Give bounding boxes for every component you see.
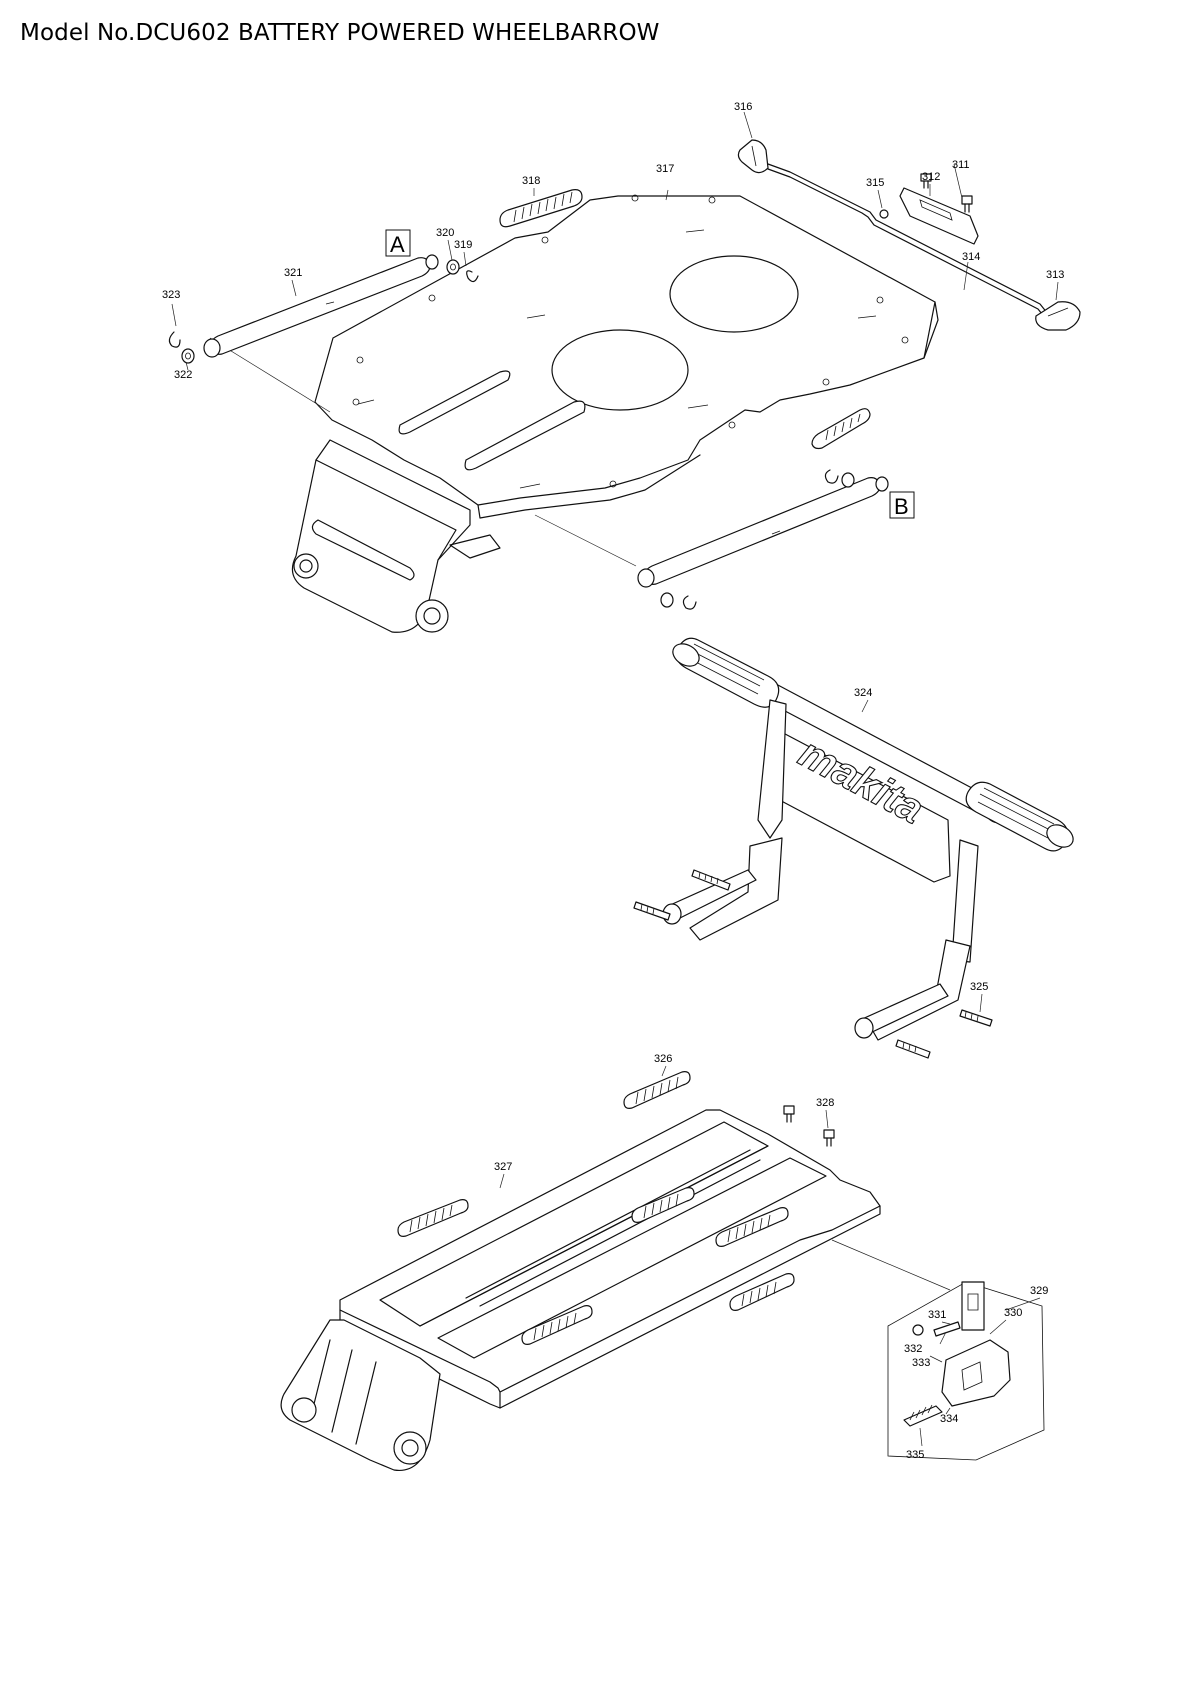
label-315: 315 bbox=[866, 177, 884, 189]
label-317: 317 bbox=[656, 163, 674, 175]
handle-bar-324: makita bbox=[633, 637, 1074, 1059]
section-marker-a: A bbox=[385, 229, 411, 257]
page-title: Model No.DCU602 BATTERY POWERED WHEELBAR… bbox=[20, 20, 660, 46]
label-329: 329 bbox=[1030, 1285, 1048, 1297]
grip-left bbox=[672, 637, 780, 708]
latch-assembly-329 bbox=[887, 1281, 1045, 1461]
bolt-325 bbox=[959, 1009, 993, 1027]
spring-335 bbox=[903, 1404, 943, 1427]
washer-331 bbox=[912, 1324, 924, 1336]
part-labels: 311 312 313 314 315 316 317 318 319 320 … bbox=[162, 101, 1064, 1461]
label-312: 312 bbox=[922, 171, 940, 183]
label-313: 313 bbox=[1046, 269, 1064, 281]
e-ring-323 bbox=[168, 331, 181, 348]
label-327: 327 bbox=[494, 1161, 512, 1173]
base-rubber-strips bbox=[397, 1187, 795, 1345]
label-332: 332 bbox=[904, 1343, 922, 1355]
label-311: 311 bbox=[952, 159, 970, 171]
shaft-321 bbox=[203, 254, 439, 358]
label-320: 320 bbox=[436, 227, 454, 239]
washer-322 bbox=[181, 348, 195, 364]
rubber-pad-318 bbox=[499, 189, 583, 228]
bolt-right-lower bbox=[895, 1039, 931, 1059]
latch-knob-313 bbox=[1035, 301, 1081, 331]
label-328: 328 bbox=[816, 1097, 834, 1109]
rubber-pad bbox=[811, 408, 871, 450]
bolt-left-lower bbox=[633, 901, 671, 921]
bolt-left-upper bbox=[691, 869, 731, 891]
label-324: 324 bbox=[854, 687, 872, 699]
label-323: 323 bbox=[162, 289, 180, 301]
washer-315 bbox=[879, 209, 889, 219]
latch-knob-316 bbox=[737, 139, 769, 174]
carrier-plate-317 bbox=[209, 194, 939, 633]
label-335: 335 bbox=[906, 1449, 924, 1461]
rubber-pad-326 bbox=[623, 1071, 691, 1109]
grip-right bbox=[965, 781, 1074, 852]
label-314: 314 bbox=[962, 251, 980, 263]
label-318: 318 bbox=[522, 175, 540, 187]
label-331: 331 bbox=[928, 1309, 946, 1321]
label-321: 321 bbox=[284, 267, 302, 279]
screw-312-top bbox=[920, 173, 932, 189]
section-marker-b: B bbox=[889, 491, 915, 519]
svg-text:A: A bbox=[390, 232, 405, 257]
washer-320 bbox=[446, 259, 460, 275]
label-334: 334 bbox=[940, 1413, 958, 1425]
label-325: 325 bbox=[970, 981, 988, 993]
pin-332 bbox=[933, 1321, 961, 1337]
label-326: 326 bbox=[654, 1053, 672, 1065]
label-333: 333 bbox=[912, 1357, 930, 1369]
latch-rod-314 bbox=[759, 159, 1049, 320]
svg-text:B: B bbox=[894, 494, 909, 519]
screw-311 bbox=[961, 195, 973, 213]
shaft-b bbox=[637, 469, 889, 610]
leader-lines bbox=[171, 111, 1059, 1447]
base-frame-327 bbox=[280, 1071, 951, 1472]
label-330: 330 bbox=[1004, 1307, 1022, 1319]
screw-328 bbox=[783, 1105, 835, 1147]
label-322: 322 bbox=[174, 369, 192, 381]
bracket-312 bbox=[899, 187, 979, 245]
label-319: 319 bbox=[454, 239, 472, 251]
label-316: 316 bbox=[734, 101, 752, 113]
e-ring-319 bbox=[466, 270, 479, 283]
